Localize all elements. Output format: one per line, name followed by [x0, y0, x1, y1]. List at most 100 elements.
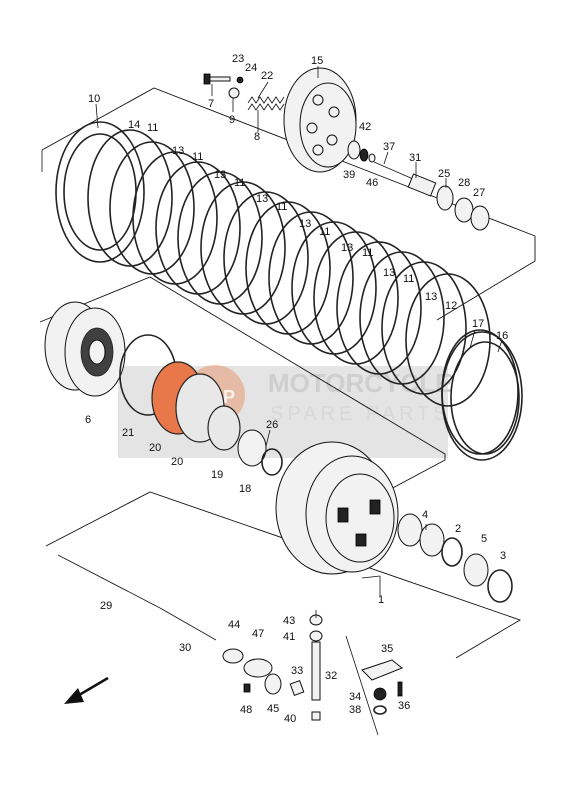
- label-9: 9: [229, 114, 235, 126]
- plate-box-middle: [39, 276, 446, 521]
- label-46: 46: [366, 177, 378, 189]
- part-45: [264, 673, 282, 695]
- label-4: 4: [422, 509, 428, 521]
- label-25: 25: [438, 168, 450, 180]
- part-19: [207, 405, 241, 451]
- washer-3: [487, 569, 513, 603]
- retainer-16: [441, 331, 523, 461]
- label-37: 37: [383, 141, 395, 153]
- part-34: [373, 687, 387, 701]
- plate-10: [55, 121, 145, 263]
- label-33: 33: [291, 665, 303, 677]
- label-11f: 11: [362, 247, 373, 259]
- watermark-line1: MOTORCYCLE: [268, 368, 452, 398]
- label-40: 40: [284, 713, 296, 725]
- part-46: [368, 153, 376, 163]
- part-27: [470, 205, 490, 231]
- label-35: 35: [381, 643, 393, 655]
- push-rod-30: [159, 607, 217, 641]
- label-21: 21: [122, 427, 134, 439]
- label-42: 42: [359, 121, 371, 133]
- label-29: 29: [100, 600, 112, 612]
- label-45: 45: [267, 703, 279, 715]
- arrow-down-left-icon: [64, 676, 109, 704]
- part-33: [289, 680, 305, 696]
- label-18: 18: [239, 483, 251, 495]
- label-13c: 13: [256, 193, 268, 205]
- label-11a: 11: [147, 122, 158, 134]
- label-6: 6: [85, 414, 91, 426]
- plate-12: [405, 273, 491, 407]
- label-11b: 11: [192, 151, 203, 163]
- push-rod-29: [57, 554, 161, 609]
- washer-9: [228, 87, 240, 99]
- label-20a: 20: [149, 442, 161, 454]
- watermark-line2: SPARE PARTS: [270, 403, 451, 425]
- label-24: 24: [245, 62, 257, 74]
- label-12: 12: [445, 300, 457, 312]
- part-26: [261, 448, 283, 476]
- label-23: 23: [232, 53, 244, 65]
- label-30: 30: [179, 642, 191, 654]
- spring-17: [441, 329, 519, 455]
- label-19: 19: [211, 469, 223, 481]
- label-10: 10: [88, 93, 100, 105]
- bearing-5: [463, 553, 489, 587]
- clutch-housing-1: [275, 441, 399, 575]
- label-34: 34: [349, 691, 361, 703]
- part-23: [236, 76, 244, 84]
- label-13g: 13: [425, 291, 437, 303]
- label-11e: 11: [319, 226, 330, 238]
- part-44: [222, 648, 244, 664]
- label-38: 38: [349, 704, 361, 716]
- label-2: 2: [455, 523, 461, 535]
- label-27: 27: [473, 187, 485, 199]
- part-42: [359, 148, 369, 162]
- label-47: 47: [252, 628, 264, 640]
- bolt-36: [397, 681, 403, 697]
- label-22: 22: [261, 70, 273, 82]
- part-48: [243, 683, 251, 693]
- part-25: [436, 185, 454, 211]
- spring-8: [247, 96, 285, 111]
- label-15: 15: [311, 55, 323, 67]
- label-5: 5: [481, 533, 487, 545]
- label-13e: 13: [341, 242, 353, 254]
- label-3: 3: [500, 550, 506, 562]
- label-32: 32: [325, 670, 337, 682]
- clutch-plate-stack: [55, 121, 523, 461]
- label-48: 48: [240, 704, 252, 716]
- part-38: [373, 705, 387, 715]
- pressure-plate-15: [283, 67, 357, 173]
- part-39: [347, 140, 361, 160]
- leader-lines: [95, 66, 503, 618]
- label-44: 44: [228, 619, 240, 631]
- plate-box-upper: [41, 87, 536, 321]
- label-20b: 20: [171, 456, 183, 468]
- part-18: [237, 429, 267, 467]
- label-11d: 11: [276, 201, 287, 213]
- label-26: 26: [266, 419, 278, 431]
- label-13f: 13: [383, 267, 395, 279]
- label-36: 36: [398, 700, 410, 712]
- label-43: 43: [283, 615, 295, 627]
- part-2: [441, 537, 463, 567]
- sleeve-hub-6: [44, 301, 126, 397]
- label-16: 16: [496, 330, 508, 342]
- label-8: 8: [254, 131, 260, 143]
- bolt-7: [203, 73, 231, 85]
- label-41: 41: [283, 631, 295, 643]
- label-11c: 11: [234, 177, 245, 189]
- label-31: 31: [409, 152, 421, 164]
- label-1: 1: [378, 594, 384, 606]
- part-labels: 1 2 3 4 5 6 7 8 9 10 11 11 11 11 11 11 1…: [85, 53, 508, 725]
- rod-37-31: [373, 161, 437, 197]
- label-7: 7: [208, 98, 214, 110]
- spacer-4: [397, 513, 445, 557]
- part-47: [243, 658, 273, 678]
- label-13d: 13: [299, 218, 311, 230]
- label-17: 17: [472, 318, 484, 330]
- label-28: 28: [458, 177, 470, 189]
- label-11g: 11: [403, 273, 414, 285]
